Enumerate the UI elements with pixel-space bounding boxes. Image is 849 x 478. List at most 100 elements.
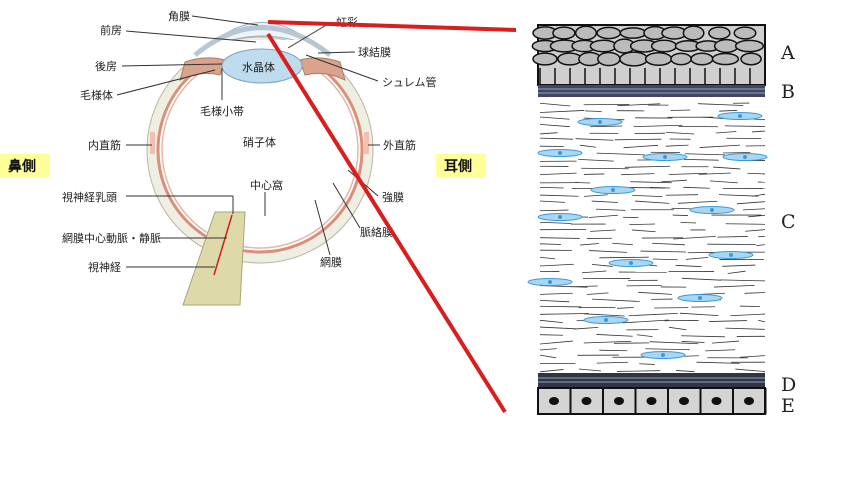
collagen-fiber <box>715 131 737 134</box>
epithelial-cell <box>690 52 714 66</box>
collagen-fiber <box>639 363 655 365</box>
temporal-side-label: 耳側 <box>444 158 472 175</box>
collagen-fiber <box>591 200 618 203</box>
collagen-fiber <box>665 194 698 196</box>
collagen-fiber <box>539 110 585 113</box>
collagen-fiber <box>675 264 702 268</box>
nasal-side-badge: 鼻側 <box>0 154 50 177</box>
epithelial-cell <box>597 51 621 67</box>
collagen-fiber <box>539 340 573 345</box>
collagen-fiber <box>661 179 687 183</box>
collagen-fiber <box>705 349 736 352</box>
collagen-fiber <box>740 355 766 358</box>
collagen-fiber <box>665 144 689 147</box>
collagen-fiber <box>638 291 672 295</box>
label-retina: 網膜 <box>320 255 342 269</box>
endothelial-nucleus <box>646 397 657 405</box>
collagen-fiber <box>624 165 671 168</box>
keratocyte-nucleus <box>729 253 733 257</box>
collagen-fiber <box>666 132 695 135</box>
collagen-fiber <box>539 334 564 336</box>
collagen-fiber <box>748 214 766 218</box>
epithelial-cell <box>708 26 731 40</box>
epithelial-cell <box>619 51 649 67</box>
epithelial-cell <box>734 39 765 53</box>
label-optic-nerve: 視神経 <box>88 260 121 274</box>
collagen-fiber <box>539 209 569 212</box>
label-lens: 水晶体 <box>242 60 275 74</box>
collagen-fiber <box>719 109 738 112</box>
keratocyte-nucleus <box>558 151 562 155</box>
layer-letters: A B C D E <box>780 42 796 417</box>
epithelial-cell <box>619 27 647 39</box>
layer-letter-d: D <box>781 374 796 396</box>
collagen-fiber <box>739 305 760 308</box>
keratocyte-nucleus <box>738 114 742 118</box>
collagen-fiber <box>685 257 709 260</box>
endothelial-nucleus <box>679 397 689 405</box>
collagen-fiber <box>713 285 755 288</box>
collagen-fiber <box>725 327 766 330</box>
collagen-fiber <box>583 194 608 197</box>
collagen-fiber <box>736 201 766 205</box>
collagen-fiber <box>709 180 738 184</box>
collagen-fiber <box>539 116 570 120</box>
collagen-fiber <box>730 313 766 317</box>
collagen-fiber <box>599 256 649 259</box>
collagen-fiber <box>745 229 766 232</box>
central-retinal-vessel <box>213 214 233 276</box>
collagen-fiber <box>599 349 628 352</box>
collagen-fiber <box>590 229 616 232</box>
layer-letter-e: E <box>781 395 795 417</box>
collagen-fiber <box>719 194 759 197</box>
collagen-fiber <box>539 123 570 128</box>
endothelial-nucleus <box>614 397 624 405</box>
collagen-fiber <box>725 223 766 225</box>
collagen-fiber <box>584 313 625 317</box>
keratocyte-nucleus <box>611 188 615 192</box>
collagen-fiber <box>747 172 766 175</box>
collagen-fiber <box>640 250 687 253</box>
leader-lines <box>116 15 380 268</box>
optic-nerve <box>182 211 246 306</box>
collagen-fiber <box>629 223 655 226</box>
collagen-fiber <box>581 270 607 274</box>
epithelial-cell <box>552 26 576 40</box>
label-schlemm-canal: シュレム管 <box>382 75 437 89</box>
collagen-fiber <box>681 341 705 343</box>
collagen-fiber <box>596 334 633 337</box>
bowman-layer <box>538 85 765 97</box>
collagen-fiber <box>596 152 645 156</box>
collagen-fiber <box>539 243 561 245</box>
descemet-layer <box>538 373 765 387</box>
keratocyte-nucleus <box>548 280 552 284</box>
collagen-fiber <box>589 125 623 128</box>
layer-letter-a: A <box>780 42 795 64</box>
stroma-layer <box>527 102 768 373</box>
collagen-fiber <box>758 319 766 323</box>
epithelial-cell <box>589 39 618 53</box>
collagen-fiber <box>698 172 731 175</box>
collagen-fiber <box>539 194 579 197</box>
endothelial-nucleus <box>549 397 559 405</box>
label-zonule: 毛様小帯 <box>200 104 244 118</box>
collagen-fiber <box>682 277 722 281</box>
collagen-fiber <box>628 312 678 317</box>
label-anterior-chamber: 前房 <box>100 23 122 37</box>
collagen-fiber <box>539 354 557 359</box>
collagen-fiber <box>681 335 725 338</box>
collagen-fiber <box>539 326 577 330</box>
collagen-fiber <box>539 102 571 107</box>
endothelial-nucleus <box>711 397 722 405</box>
collagen-fiber <box>539 186 564 189</box>
collagen-fiber <box>699 144 741 148</box>
collagen-fiber <box>539 263 574 267</box>
epithelial-cell <box>733 26 757 40</box>
collagen-fiber <box>539 300 570 303</box>
label-central-retinal-vessels: 網膜中心動脈・静脈 <box>62 231 161 245</box>
collagen-fiber <box>683 186 710 189</box>
collagen-fiber <box>575 138 614 141</box>
collagen-fiber <box>617 103 661 107</box>
epithelial-cell <box>670 52 692 66</box>
